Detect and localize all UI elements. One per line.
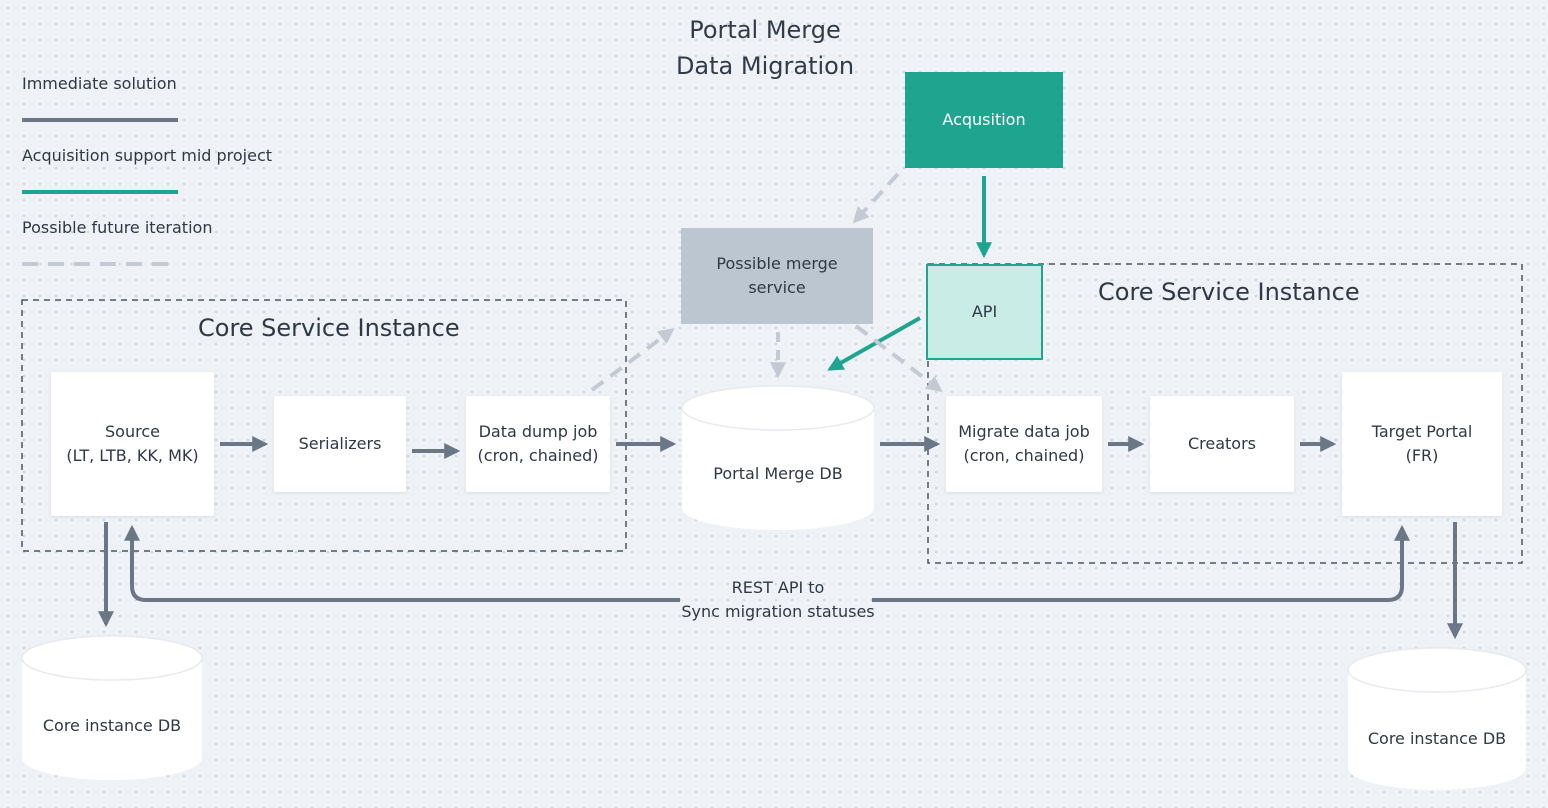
creators-node: Creators <box>1150 396 1294 492</box>
core-db-right-label: Core instance DB <box>1367 729 1507 748</box>
target-portal-node: Target Portal (FR) <box>1342 372 1502 516</box>
possible-merge-service-node: Possible merge service <box>681 228 873 324</box>
arrow-rest-api-sync <box>130 528 1402 602</box>
api-label: API <box>971 302 998 321</box>
legend-acquisition-label: Acquisition support mid project <box>22 146 273 165</box>
migrate-data-job-node: Migrate data job (cron, chained) <box>946 396 1102 492</box>
left-core-service-region <box>21 299 627 552</box>
right-region-title: Core Service Instance <box>1098 278 1360 306</box>
diagram-title-line2: Data Migration <box>675 52 855 80</box>
serializers-label: Serializers <box>298 434 382 453</box>
serializers-node: Serializers <box>274 396 406 492</box>
api-node: API <box>926 264 1043 360</box>
arrow-api-to-mergedb <box>827 316 921 371</box>
portal-merge-db-label: Portal Merge DB <box>713 464 843 483</box>
acquisition-node: Acqusition <box>905 72 1063 168</box>
core-db-right-cylinder <box>1347 647 1527 790</box>
migrate-data-job-label: Migrate data job (cron, chained) <box>958 422 1090 465</box>
arrow-acquisition-to-merge-service <box>852 172 900 224</box>
legend-immediate-label: Immediate solution <box>22 74 177 93</box>
arrow-dump-to-merge-service <box>590 328 675 392</box>
arrow-merge-service-to-migrate <box>854 324 943 392</box>
data-dump-job-node: Data dump job (cron, chained) <box>466 396 610 492</box>
left-region-title: Core Service Instance <box>198 314 460 342</box>
possible-merge-service-label: Possible merge service <box>716 254 838 297</box>
source-label: Source (LT, LTB, KK, MK) <box>66 422 199 465</box>
core-db-left-cylinder <box>21 635 203 780</box>
target-portal-label: Target Portal (FR) <box>1371 422 1473 465</box>
source-node: Source (LT, LTB, KK, MK) <box>51 372 214 516</box>
legend-future-label: Possible future iteration <box>22 218 213 237</box>
rest-api-edge-label: REST API to Sync migration statuses <box>681 578 875 621</box>
diagram-title-line1: Portal Merge <box>689 16 841 44</box>
portal-merge-db-cylinder <box>681 385 875 530</box>
acquisition-label: Acqusition <box>942 110 1026 129</box>
creators-label: Creators <box>1187 434 1257 453</box>
right-core-service-region <box>927 263 1523 564</box>
core-db-left-label: Core instance DB <box>42 716 182 735</box>
data-dump-job-label: Data dump job (cron, chained) <box>477 422 599 465</box>
